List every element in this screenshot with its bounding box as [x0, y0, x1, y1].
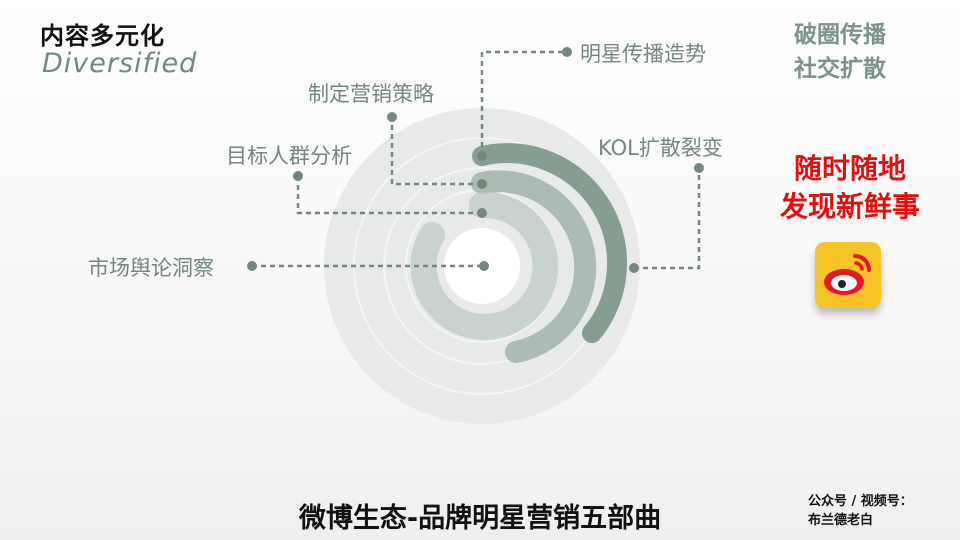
- dot-target-end: [293, 171, 303, 181]
- connector-kol: [634, 168, 701, 270]
- arc-star: [472, 143, 628, 343]
- footer-title: 微博生态-品牌明星营销五部曲: [298, 503, 662, 534]
- dot-strategy-end: [387, 112, 397, 122]
- dot-market-start: [479, 261, 489, 271]
- page-title-en: Diversified: [42, 48, 198, 79]
- dot-market-end: [247, 261, 257, 271]
- slogan-line-2: 发现新鲜事: [779, 190, 920, 223]
- footer-note: 公众号 / 视频号： 布兰德老白: [808, 492, 913, 530]
- connector-strategy: [390, 117, 482, 186]
- label-strategy: 制定营销策略: [308, 82, 434, 106]
- label-market: 市场舆论洞察: [88, 256, 214, 280]
- footer-note-line-1: 公众号 / 视频号：: [808, 494, 913, 509]
- label-target: 目标人群分析: [226, 144, 352, 168]
- label-star: 明星传播造势: [580, 42, 706, 66]
- dot-star-end: [562, 47, 572, 57]
- footer-note-line-2: 布兰德老白: [808, 513, 874, 528]
- top-right-caption: 破圈传播 社交扩散: [780, 18, 900, 86]
- arc-target: [410, 191, 559, 340]
- slogan-line-1: 随时随地: [793, 152, 906, 185]
- weibo-logo-icon: [815, 242, 881, 308]
- caption-line-2: 社交扩散: [794, 56, 886, 82]
- label-kol: KOL扩散裂变: [598, 136, 723, 160]
- dot-star-start: [477, 151, 487, 161]
- dot-target-start: [477, 208, 487, 218]
- arc-strategy: [471, 170, 597, 363]
- dot-strategy-start: [477, 179, 487, 189]
- weibo-slogan: 随时随地 发现新鲜事: [760, 150, 940, 226]
- connector-target: [296, 176, 482, 215]
- connector-star: [480, 50, 567, 156]
- dot-kol-start: [629, 263, 639, 273]
- page-title-cn: 内容多元化: [40, 22, 165, 50]
- dot-kol-end: [694, 163, 704, 173]
- caption-line-1: 破圈传播: [794, 22, 886, 48]
